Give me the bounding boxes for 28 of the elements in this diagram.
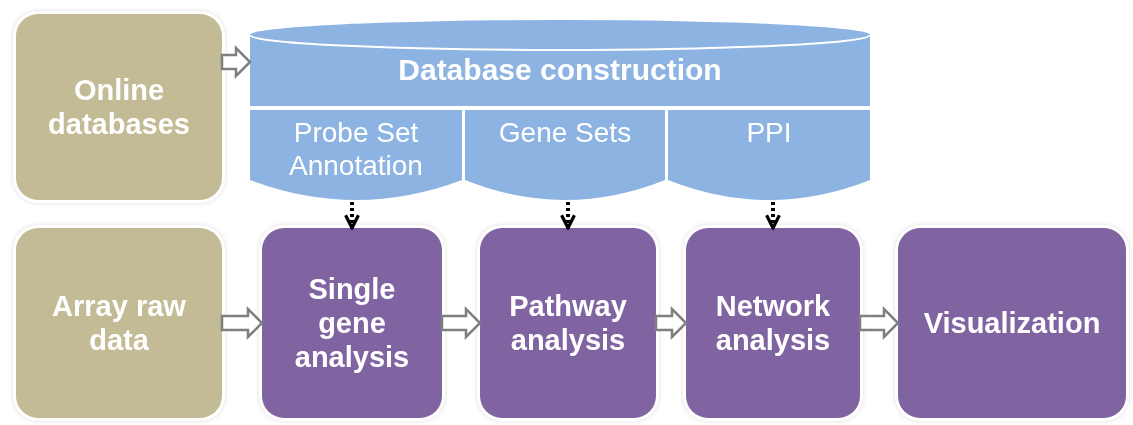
database-segment [465,110,665,202]
title-text: Database construction [397,52,723,88]
block-arrow [220,306,264,340]
block-arrow [440,306,482,340]
block-arrow [654,306,688,340]
block-arrow [858,306,900,340]
node-label: Gene Sets [497,116,633,150]
process-box [686,228,860,418]
dashed-arrow [765,202,781,230]
process-box [16,14,222,200]
node-label: Array raw data [51,288,187,358]
database-cylinder [250,18,870,106]
database-segment [250,110,462,202]
node-label: Single gene analysis [293,271,411,375]
node-label: Probe Set Annotation [288,116,424,183]
database-segment [668,110,870,202]
process-box [480,228,656,418]
process-box [898,228,1126,418]
dashed-arrow [560,202,576,230]
node-label: PPI [745,116,793,150]
node-label: Pathway analysis [508,288,628,358]
process-box [262,228,442,418]
node-label: Visualization [922,305,1102,341]
process-box [16,228,222,418]
block-arrow [220,45,252,79]
node-label: Network analysis [714,288,832,358]
node-label: Online databases [47,72,191,142]
dashed-arrow [344,202,360,230]
